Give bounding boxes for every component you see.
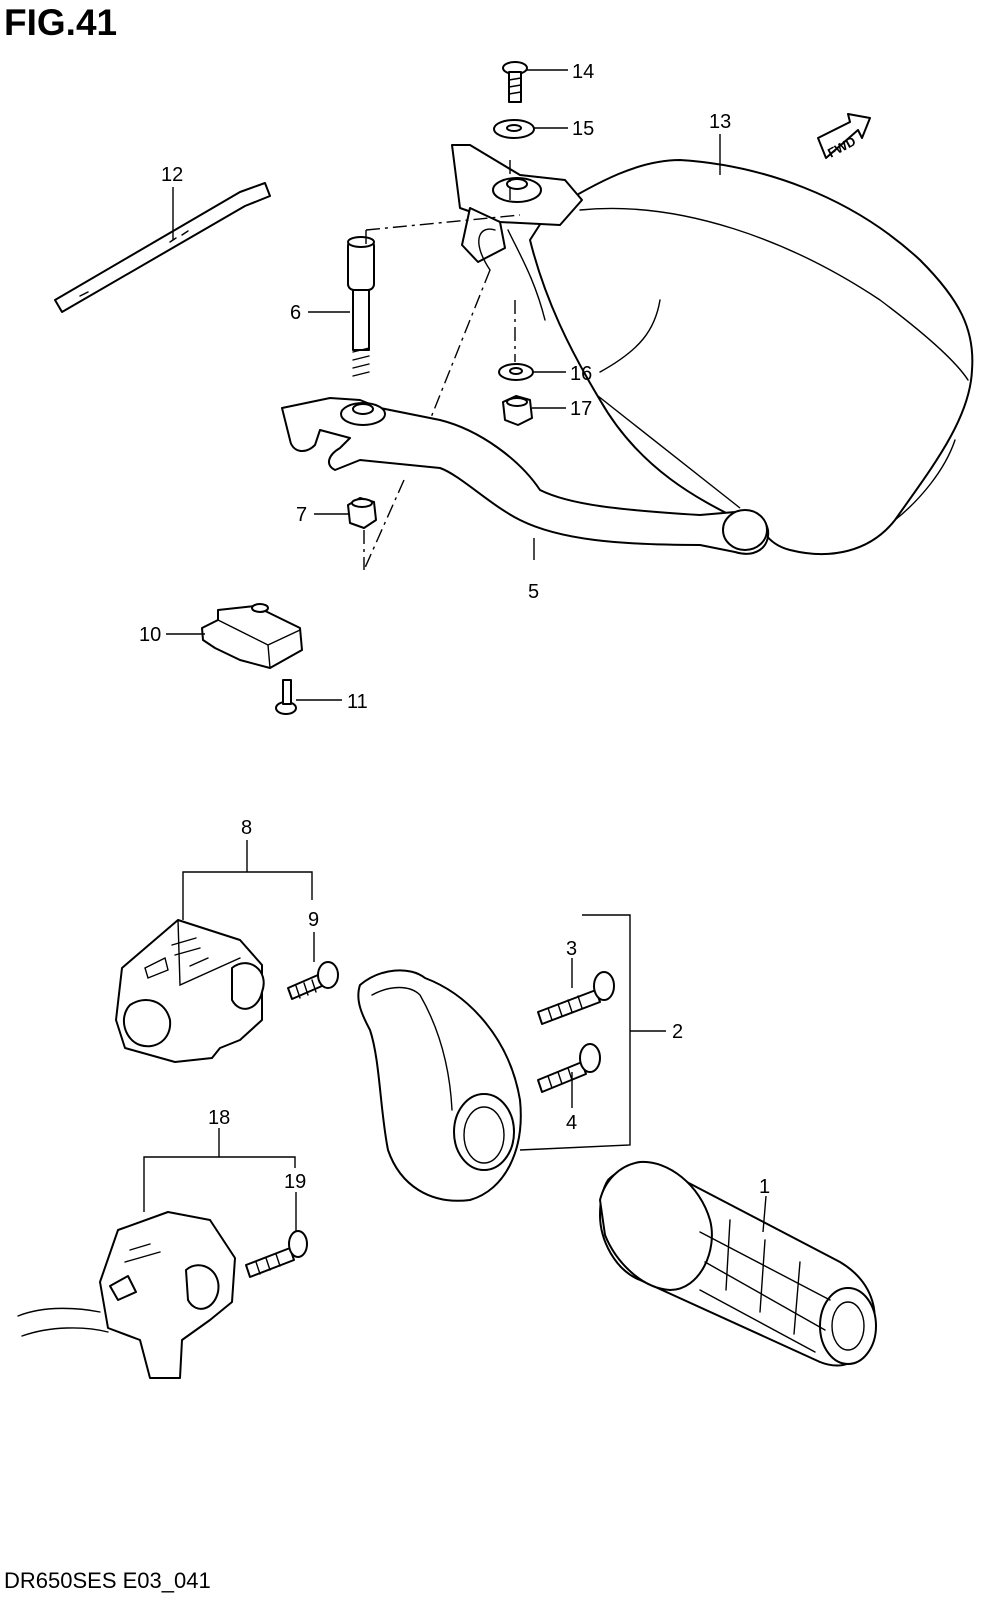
callout-2: 2 [672,1021,683,1043]
callout-9: 9 [308,909,319,931]
pivot-bolt [347,236,375,377]
throttle-grip [599,1160,877,1367]
leader-lines [143,69,767,1233]
screw-4 [537,1043,601,1093]
callout-15: 15 [572,118,594,140]
fwd-arrow-icon: FWD [817,113,871,160]
callout-19: 19 [284,1171,306,1193]
lever-switch [201,603,303,669]
screw-14 [502,61,528,103]
callout-8: 8 [241,817,252,839]
callout-11: 11 [347,691,368,713]
callout-1: 1 [759,1176,770,1198]
callout-17: 17 [570,398,592,420]
switch-box-8 [115,919,265,1063]
callout-5: 5 [528,581,539,603]
callout-10: 10 [139,624,161,646]
callout-12: 12 [161,164,183,186]
callout-13: 13 [709,111,731,133]
guard-clamp [451,144,583,321]
diagram-code: DR650SES E03_041 [4,1568,211,1593]
figure-title: FIG.41 [4,2,118,43]
callout-labels: 1 2 3 4 5 6 7 8 9 10 11 12 13 14 15 16 1… [139,61,770,1198]
washer-16 [498,363,534,381]
callout-7: 7 [296,504,307,526]
clutch-lever [281,397,770,555]
screw-11 [275,679,297,715]
screw-3 [537,971,615,1025]
callout-4: 4 [566,1112,577,1134]
callout-16: 16 [570,363,592,385]
washer-15 [493,119,535,139]
callout-14: 14 [572,61,594,83]
screw-19 [245,1230,308,1278]
callout-6: 6 [290,302,301,324]
callout-3: 3 [566,938,577,960]
callout-18: 18 [208,1107,230,1129]
hand-guard [529,159,974,556]
nut-7 [347,497,377,529]
screw-9 [287,961,339,1000]
center-lines [363,160,521,571]
cable-strap [54,182,271,313]
switch-box-18 [17,1211,236,1379]
nut-17 [502,395,533,426]
throttle-housing [357,969,522,1202]
